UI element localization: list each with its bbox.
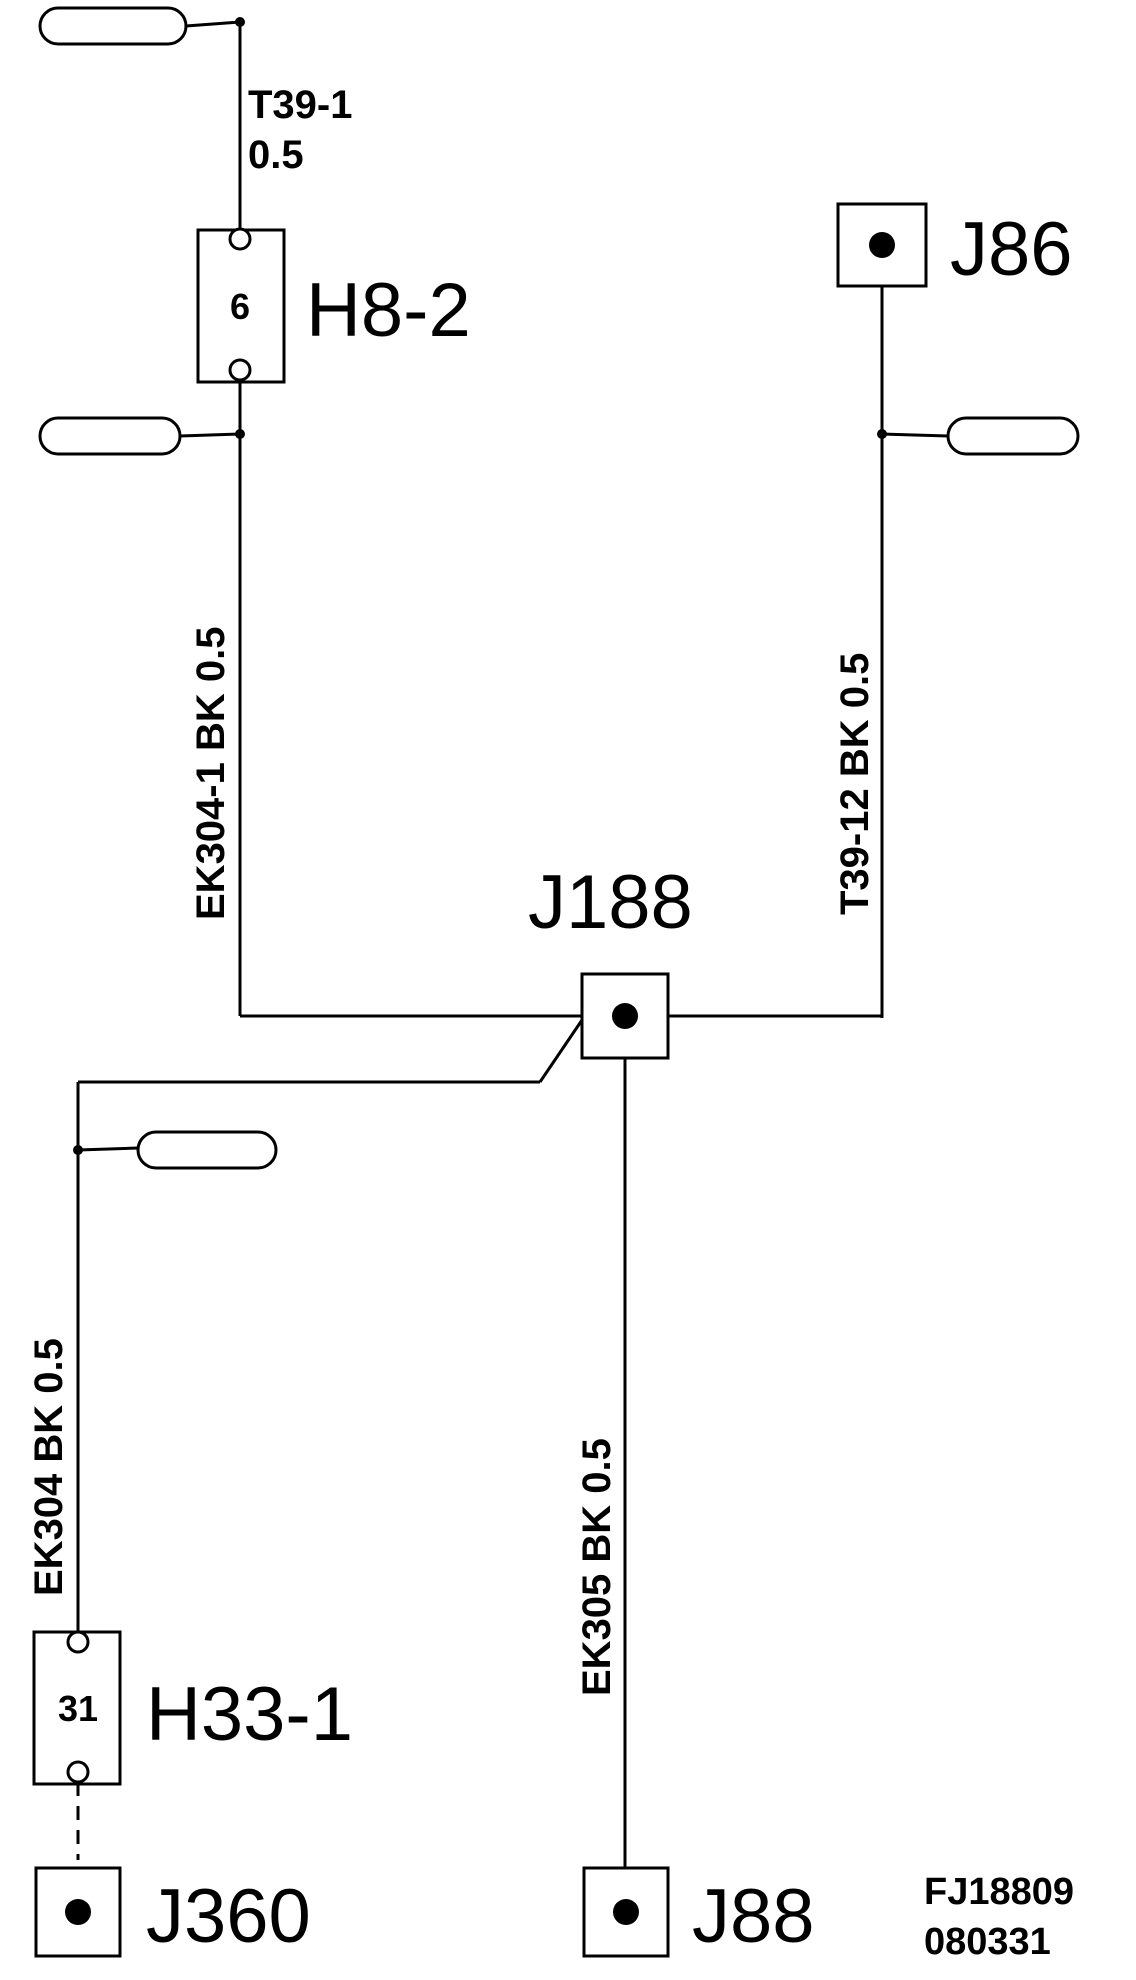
harness-tag-right (946, 416, 1080, 456)
ground-j86-label: J86 (950, 207, 1073, 292)
h33-1-pin-bottom (66, 1760, 90, 1784)
wire-j188-diagonal (538, 1019, 584, 1083)
tag-lead-lower (77, 1146, 139, 1152)
h8-2-pin-top (228, 227, 252, 251)
wire-ek305-label: EK305 BK 0.5 (575, 1438, 619, 1696)
tag-lead-top (185, 20, 241, 28)
figure-code-line2: 080331 (924, 1921, 1051, 1963)
tag-lead-right (881, 432, 949, 438)
tag-lead-left (179, 432, 241, 438)
ground-j360-label: J360 (146, 1874, 311, 1959)
harness-tag-left (38, 416, 182, 456)
wire-ek304-label: EK304 BK 0.5 (27, 1338, 71, 1596)
ground-j86-dot (869, 232, 895, 258)
wire-top-id: T39-1 (248, 83, 353, 127)
connector-h33-1-label: H33-1 (146, 1672, 353, 1757)
h8-2-pin-bottom (228, 358, 252, 382)
connector-h8-2-label: H8-2 (306, 268, 471, 353)
wire-t39-12-label: T39-12 BK 0.5 (833, 653, 877, 915)
ground-j188-dot (612, 1003, 638, 1029)
harness-tag-top (38, 6, 188, 46)
h8-2-pin-number: 6 (230, 286, 250, 327)
wire-ek304-1-label: EK304-1 BK 0.5 (189, 627, 233, 920)
h33-1-pin-top (66, 1630, 90, 1654)
harness-tag-lower (136, 1130, 278, 1170)
ground-j188-label: J188 (528, 860, 693, 945)
ground-j88-dot (613, 1899, 639, 1925)
connector-h8-2-body (196, 228, 286, 384)
h33-1-pin-number: 31 (58, 1688, 98, 1729)
ground-j360-dot (65, 1899, 91, 1925)
figure-code-line1: FJ18809 (924, 1871, 1074, 1913)
ground-j88-label: J88 (692, 1874, 815, 1959)
wire-top-gauge: 0.5 (248, 133, 304, 177)
